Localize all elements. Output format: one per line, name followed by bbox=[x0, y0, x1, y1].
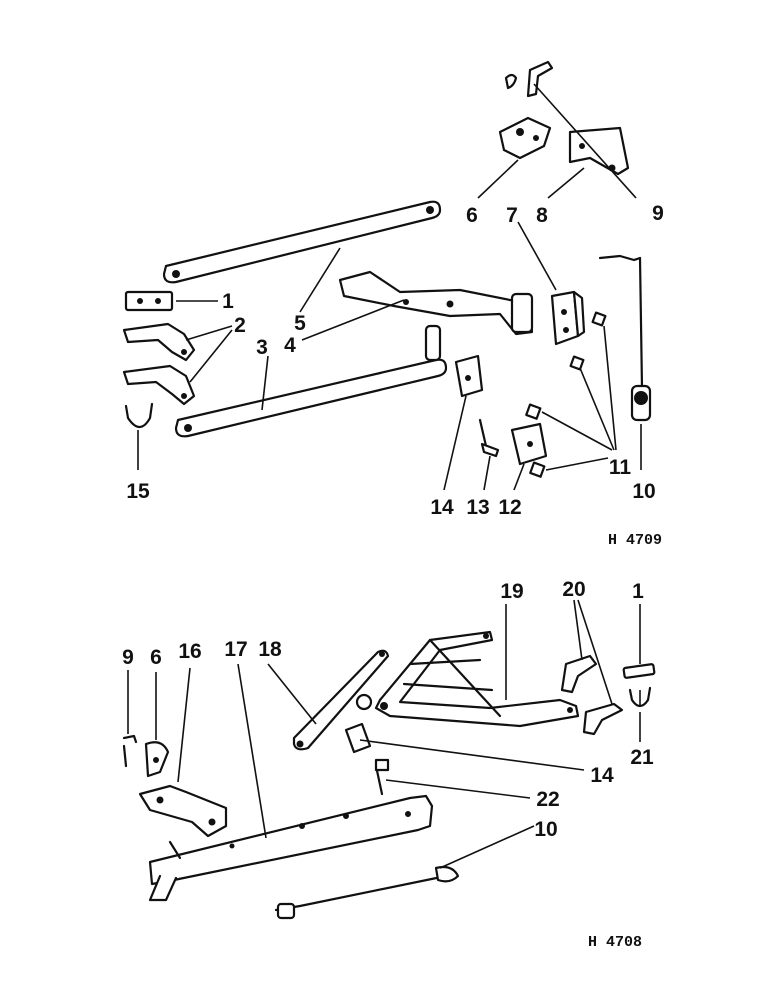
figure-h4709: 9 6 8 7 5 1 2 4 3 10 14 11 15 13 12 H 47… bbox=[122, 60, 664, 549]
label-1: 1 bbox=[222, 290, 234, 313]
figure-id-h4708: H 4708 bbox=[588, 934, 642, 951]
figure-id-h4709: H 4709 bbox=[608, 532, 662, 549]
part-12-bracket bbox=[510, 422, 548, 466]
labels-h4708: 19 20 1 9 6 16 17 18 14 21 22 10 H 4708 bbox=[122, 578, 654, 951]
part-14-block bbox=[454, 354, 484, 398]
label-2: 2 bbox=[234, 314, 246, 337]
label-14-lower: 14 bbox=[590, 764, 614, 787]
label-6-lower: 6 bbox=[150, 646, 162, 669]
part-20-arms bbox=[560, 654, 624, 736]
label-5: 5 bbox=[294, 312, 306, 335]
label-11: 11 bbox=[609, 456, 632, 479]
label-18: 18 bbox=[258, 638, 282, 661]
part-15-ubolt bbox=[124, 402, 154, 429]
part-13-bolt bbox=[478, 418, 500, 458]
part-5-bar bbox=[162, 200, 442, 284]
part-22-bolt bbox=[374, 758, 390, 796]
part-16-bracket bbox=[138, 784, 228, 838]
part-10-rod bbox=[598, 254, 652, 422]
figure-h4708: 19 20 1 9 6 16 17 18 14 21 22 10 H 4708 bbox=[122, 578, 656, 951]
part-7-bracket bbox=[550, 290, 586, 346]
label-6: 6 bbox=[466, 204, 478, 227]
part-3-bar bbox=[174, 324, 448, 438]
label-1-lower: 1 bbox=[632, 580, 644, 603]
label-15: 15 bbox=[126, 480, 150, 503]
part-14-block-lower bbox=[344, 722, 372, 754]
labels-h4709: 9 6 8 7 5 1 2 4 3 10 14 11 15 13 12 H 47… bbox=[126, 202, 664, 549]
part-1-plate-lower bbox=[622, 663, 656, 679]
label-17: 17 bbox=[224, 638, 247, 661]
part-2-arms bbox=[122, 322, 196, 406]
part-17-beam bbox=[148, 794, 434, 902]
label-4: 4 bbox=[284, 334, 296, 357]
label-7: 7 bbox=[506, 204, 518, 227]
leaders-h4708 bbox=[127, 599, 641, 869]
label-13: 13 bbox=[466, 496, 489, 519]
label-9: 9 bbox=[652, 202, 664, 225]
label-9-lower: 9 bbox=[122, 646, 134, 669]
part-6-bracket bbox=[498, 116, 552, 160]
part-10-rod-lower bbox=[274, 865, 460, 920]
label-3: 3 bbox=[256, 336, 268, 359]
label-22: 22 bbox=[536, 788, 559, 811]
part-19-frame bbox=[374, 630, 580, 728]
part-6-bracket-lower bbox=[144, 741, 170, 778]
label-16: 16 bbox=[178, 640, 201, 663]
part-4-arm bbox=[338, 270, 534, 336]
label-21: 21 bbox=[630, 746, 654, 769]
leaders-h4709 bbox=[137, 83, 642, 491]
label-14: 14 bbox=[430, 496, 454, 519]
label-8: 8 bbox=[536, 204, 548, 227]
part-9-clip-lower bbox=[122, 734, 138, 768]
label-20: 20 bbox=[562, 578, 585, 601]
part-1-plate bbox=[124, 290, 174, 312]
label-10: 10 bbox=[632, 480, 655, 503]
part-18-arm bbox=[292, 649, 390, 751]
label-19: 19 bbox=[500, 580, 523, 603]
label-10-lower: 10 bbox=[534, 818, 557, 841]
label-12: 12 bbox=[498, 496, 521, 519]
part-9-clip bbox=[504, 60, 554, 98]
part-11-nuts bbox=[525, 311, 607, 478]
